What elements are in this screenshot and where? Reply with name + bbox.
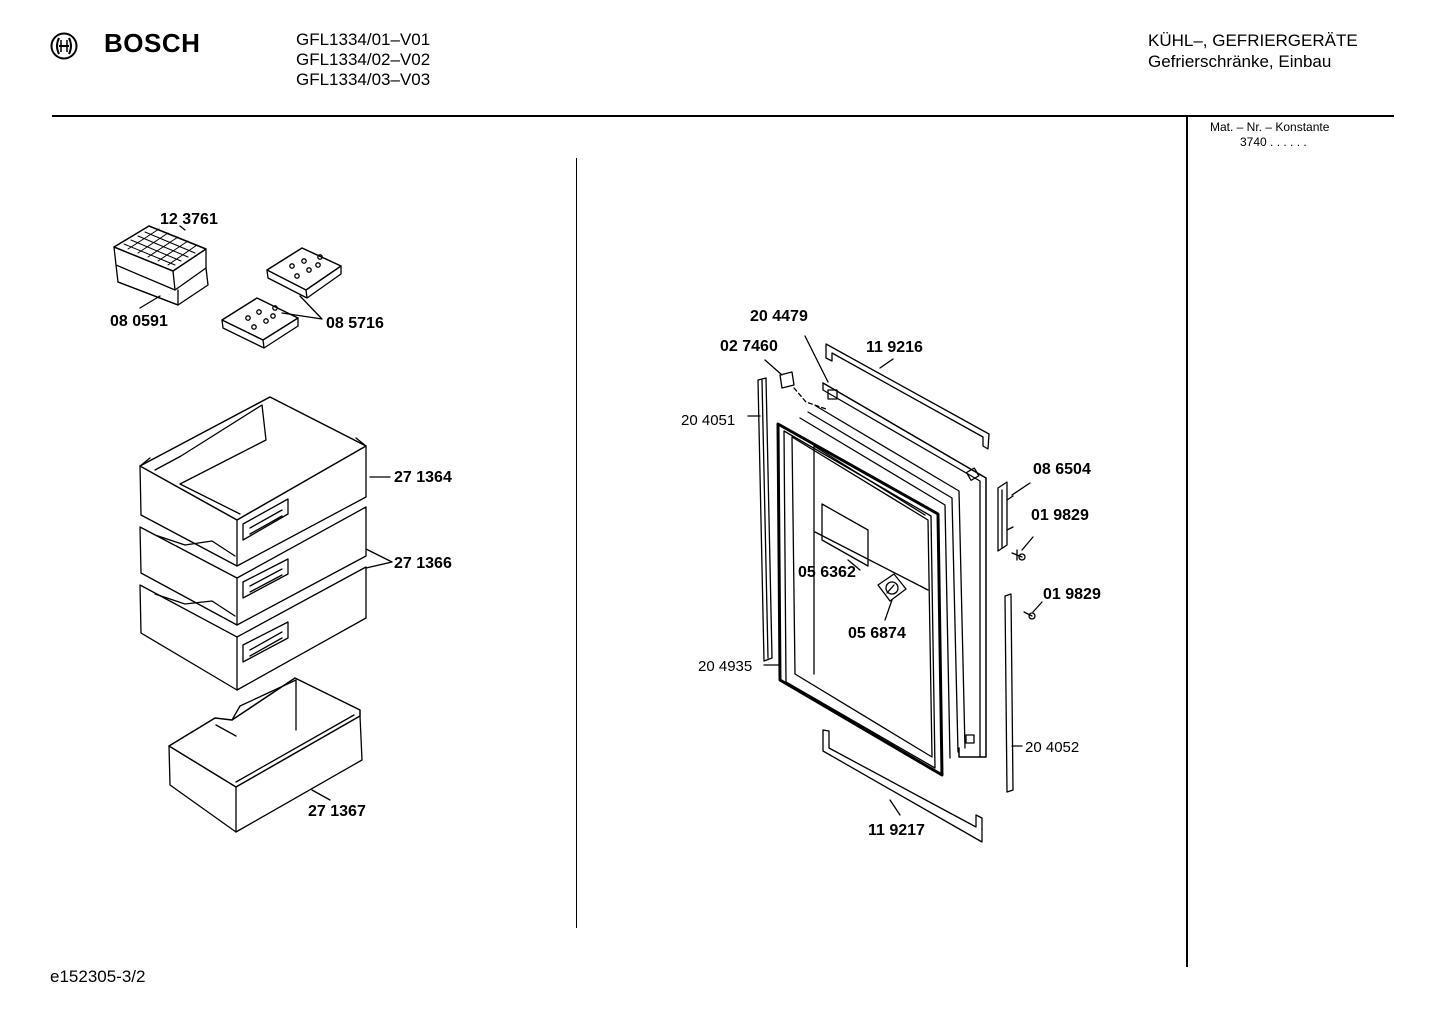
leader-line (847, 559, 861, 571)
model-item: GFL1334/01–V01 (296, 30, 431, 49)
leader-line (884, 599, 893, 621)
left-strip-drawing (757, 377, 773, 662)
model-list: GFL1334/01–V01 GFL1334/02–V02 GFL1334/03… (296, 30, 430, 90)
leader-line (1011, 482, 1031, 496)
leader-line (311, 789, 331, 801)
bottom-strip-drawing (822, 729, 983, 843)
leader-line (179, 225, 186, 231)
cold-pack-upper-drawing (266, 247, 342, 299)
material-number-label: Mat. – Nr. – Konstante (1210, 120, 1330, 134)
material-number-block: Mat. – Nr. – Konstante 3740 . . . . . . (1210, 120, 1329, 150)
part-label: 27 1367 (308, 803, 366, 820)
part-label: 20 4052 (1025, 739, 1079, 756)
drawer-lower-drawing (139, 566, 367, 691)
category-line: KÜHL–, GEFRIERGERÄTE (1148, 31, 1358, 50)
part-label: 05 6874 (848, 625, 906, 642)
model-item: GFL1334/02–V02 (296, 50, 431, 69)
leader-line (1032, 601, 1043, 613)
right-strip-drawing (1004, 593, 1014, 793)
part-label: 08 5716 (326, 315, 384, 332)
part-label: 08 0591 (110, 313, 168, 330)
drawer-bottom-drawing (168, 677, 363, 833)
part-label: 02 7460 (720, 338, 778, 355)
cold-pack-lower-drawing (221, 297, 299, 349)
drawing-code: e152305-3/2 (50, 967, 146, 986)
leader-line (365, 548, 393, 569)
ice-tray-drawing (113, 225, 209, 306)
leader-line (764, 359, 783, 376)
bosch-armature-logo-icon (50, 32, 78, 60)
leader-line (281, 295, 323, 320)
part-label: 11 9217 (868, 822, 925, 839)
leader-line (793, 387, 827, 410)
clip-drawing (779, 371, 795, 389)
header-divider (52, 115, 1394, 117)
part-label: 08 6504 (1033, 461, 1091, 478)
part-label: 20 4051 (681, 412, 735, 429)
category-line: Gefrierschränke, Einbau (1148, 52, 1332, 71)
door-outer-panel-drawing (822, 382, 987, 758)
brand-name: BOSCH (104, 28, 201, 58)
leader-line (889, 799, 901, 816)
sidebar-divider (1186, 117, 1188, 967)
part-label: 20 4935 (698, 658, 752, 675)
screw-lower-drawing (1023, 611, 1036, 620)
screw-upper-drawing (1011, 549, 1026, 561)
part-label: 11 9216 (866, 339, 923, 356)
product-category: KÜHL–, GEFRIERGERÄTE Gefrierschränke, Ei… (1148, 30, 1358, 72)
drawer-middle-drawing (139, 506, 367, 626)
part-label: 27 1364 (394, 469, 452, 486)
door-gasket-drawing (776, 405, 966, 777)
leader-line (804, 335, 829, 383)
center-divider (576, 158, 577, 928)
part-label: 01 9829 (1031, 507, 1089, 524)
leader-line (1021, 536, 1034, 551)
leader-line (879, 358, 894, 369)
part-label: 27 1366 (394, 555, 452, 572)
hinge-drawing (997, 481, 1014, 552)
model-item: GFL1334/03–V03 (296, 70, 431, 89)
leader-line (139, 295, 161, 309)
part-label: 12 3761 (160, 211, 218, 228)
part-label: 01 9829 (1043, 586, 1101, 603)
part-label: 20 4479 (750, 308, 808, 325)
drawer-top-drawing (139, 396, 367, 567)
material-number-value: 3740 . . . . . . (1240, 135, 1307, 149)
top-strip-drawing (825, 343, 990, 450)
part-label: 05 6362 (798, 564, 856, 581)
